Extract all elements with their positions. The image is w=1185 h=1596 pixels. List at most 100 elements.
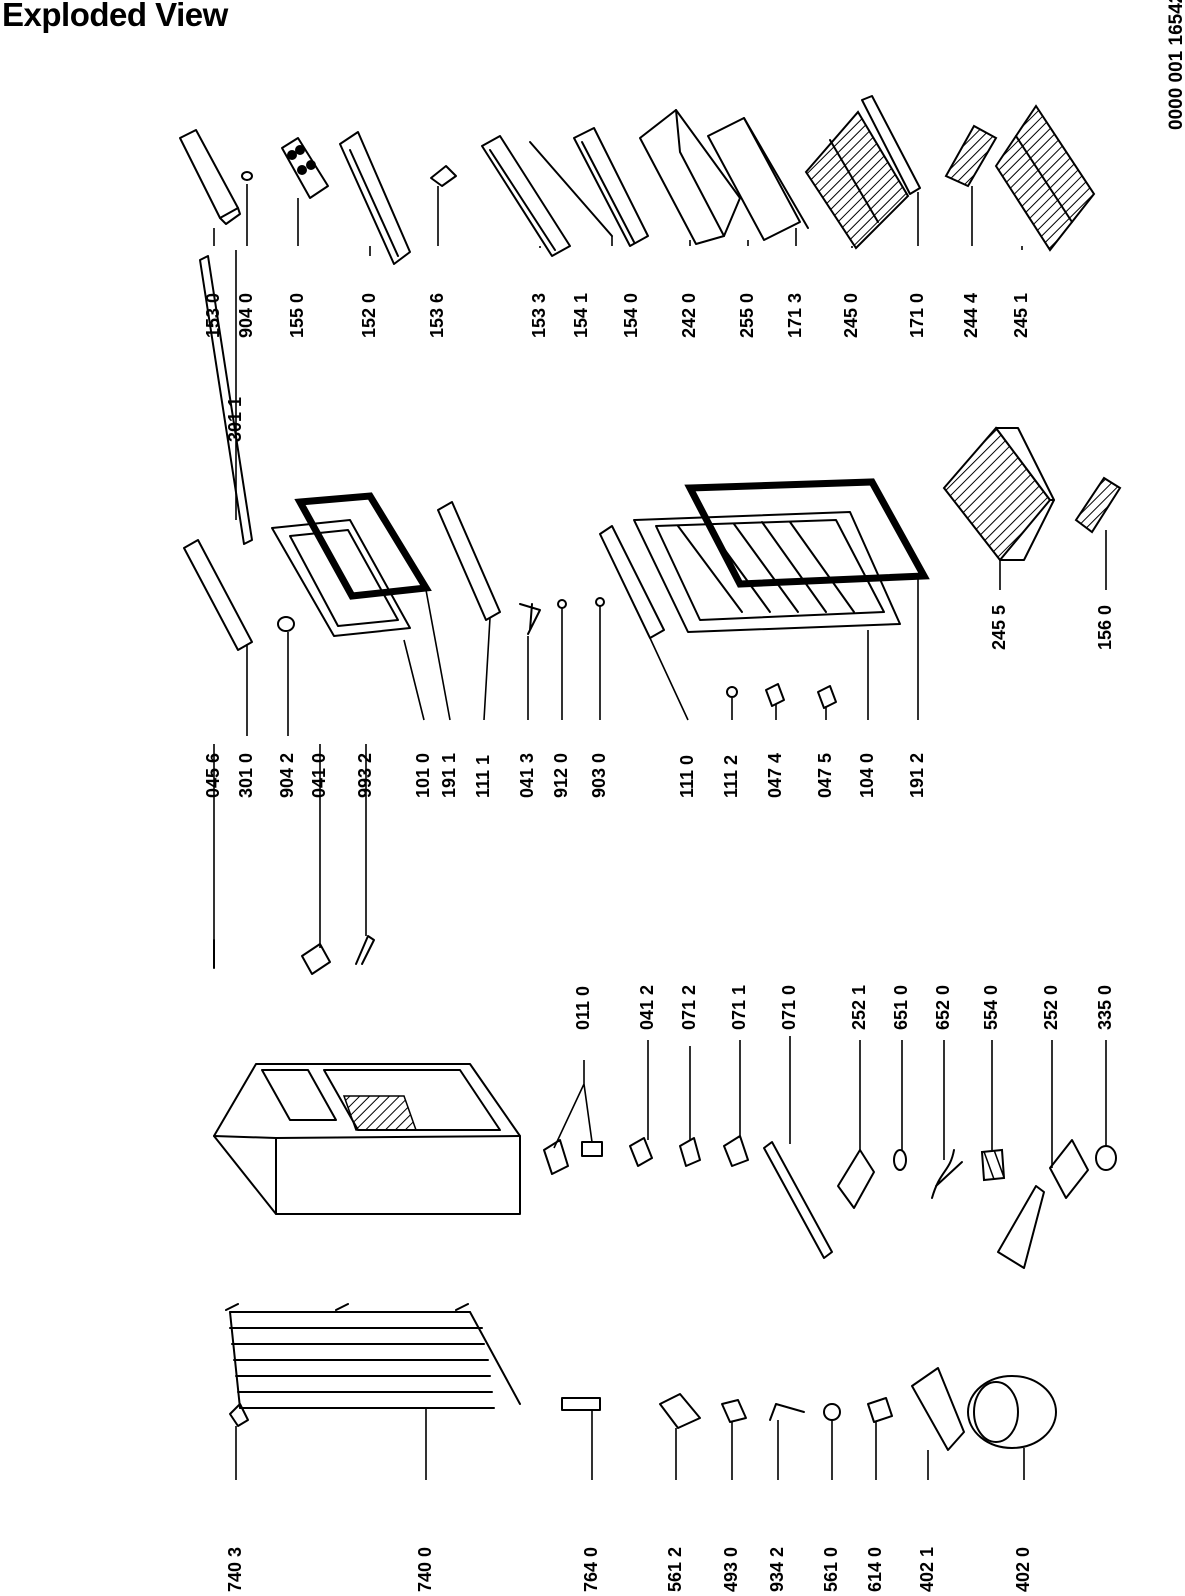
label-071-0: 071 0 [779,984,799,1030]
part-154-1-rail [529,141,613,237]
label-071-1: 071 1 [729,984,749,1030]
label-152-0: 152 0 [359,292,379,338]
label-912-0: 912 0 [551,752,571,798]
part-740-3-clip [229,1403,249,1427]
label-041-2: 041 2 [637,984,657,1030]
part-047-5-bracket [817,685,837,709]
part-301-1-handle-strip [199,255,253,545]
part-255-0-crisper-cover [707,117,801,241]
part-561-0-grommet [823,1403,841,1421]
label-101-0: 101 0 [413,752,433,798]
part-cabinet [213,1063,521,1215]
label-402-0: 402 0 [1013,1546,1033,1592]
part-252-0-control-box [997,1139,1089,1269]
part-153-6-clip [430,165,457,187]
label-402-1: 402 1 [917,1546,937,1592]
label-011-0: 011 0 [573,985,593,1030]
label-156-0: 156 0 [1095,604,1115,650]
label-041-3: 041 3 [517,752,537,798]
label-245-1: 245 1 [1011,292,1031,338]
label-153-3: 153 3 [529,292,549,338]
label-740-3: 740 3 [225,1546,245,1592]
part-011-0-thermostat [543,1139,603,1175]
label-561-0: 561 0 [821,1546,841,1592]
label-111-0: 111 0 [677,754,697,798]
part-171-0-glass-shelf [861,95,921,195]
label-252-1: 252 1 [849,984,869,1030]
part-041-0-hinge [301,943,331,975]
label-154-1: 154 1 [571,292,591,338]
part-153-0-shelf [179,129,241,225]
label-255-0: 255 0 [737,292,757,338]
label-153-6: 153 6 [427,292,447,338]
label-191-1: 191 1 [439,752,459,798]
part-245-0-wire-shelf [804,110,910,250]
label-153-0: 153 0 [203,292,223,338]
page-title: Exploded View [2,0,228,33]
label-244-4: 244 4 [961,292,981,338]
label-047-4: 047 4 [765,752,785,798]
part-245-5-freezer-shelf [942,426,1055,562]
part-904-2-cap [277,616,295,632]
part-071-2-bracket [679,1137,701,1167]
part-171-3-glass-frame [743,117,809,229]
label-493-0: 493 0 [721,1546,741,1592]
label-104-0: 104 0 [857,752,877,798]
label-111-1: 111 1 [473,754,493,798]
label-154-0: 154 0 [621,292,641,338]
label-554-0: 554 0 [981,984,1001,1030]
label-301-0: 301 0 [236,752,256,798]
part-934-2-wire [769,1403,805,1421]
label-764-0: 764 0 [581,1546,601,1592]
label-047-5: 047 5 [815,752,835,798]
part-111-1-handle [437,501,501,621]
part-155-0-egg-tray [281,137,329,199]
label-242-0: 242 0 [679,292,699,338]
label-335-0: 335 0 [1095,984,1115,1030]
part-402-1-mount-plate [911,1367,965,1451]
label-252-0: 252 0 [1041,984,1061,1030]
label-155-0: 155 0 [287,292,307,338]
part-301-0-handle [183,539,253,651]
label-045-6: 045 6 [203,752,223,798]
part-242-0-crisper-drawer [639,109,741,245]
label-041-0: 041 0 [309,752,329,798]
label-903-0: 903 0 [589,752,609,798]
label-651-0: 651 0 [891,984,911,1030]
part-104-0-fridge-door [633,511,901,633]
label-245-0: 245 0 [841,292,861,338]
part-402-0-compressor [967,1375,1057,1449]
label-111-2: 111 2 [721,754,741,798]
part-071-0-rail [763,1141,833,1259]
part-041-3-hinge-pin [519,603,541,635]
label-191-2: 191 2 [907,752,927,798]
label-245-5: 245 5 [989,604,1009,650]
part-245-1-wire-shelf [994,104,1096,252]
part-191-2-fridge-gasket [684,478,930,588]
part-993-2-cable [355,935,375,965]
part-912-0-screw [557,599,567,609]
part-041-2-hinge [629,1137,653,1167]
label-652-0: 652 0 [933,984,953,1030]
part-614-0-relay [867,1397,893,1423]
part-651-0-lamp [893,1149,907,1171]
label-301-1: 301 1 [225,396,245,442]
part-252-1-lamp-housing [837,1149,875,1209]
label-904-2: 904 2 [277,752,297,798]
part-740-0-condenser [225,1303,521,1409]
part-154-0-door-shelf [573,127,649,247]
label-740-0: 740 0 [415,1546,435,1592]
part-071-1-bracket [723,1135,749,1167]
label-614-0: 614 0 [865,1546,885,1592]
part-191-1-freezer-gasket [294,492,432,600]
part-652-0-wiring [931,1149,963,1199]
label-071-2: 071 2 [679,984,699,1030]
label-993-2: 993 2 [355,752,375,798]
part-047-4-bracket [765,683,785,707]
label-171-3: 171 3 [785,292,805,338]
label-561-2: 561 2 [665,1546,685,1592]
part-153-3-door-shelf [481,135,571,257]
label-171-0: 171 0 [907,292,927,338]
part-903-0-plug [595,597,605,607]
